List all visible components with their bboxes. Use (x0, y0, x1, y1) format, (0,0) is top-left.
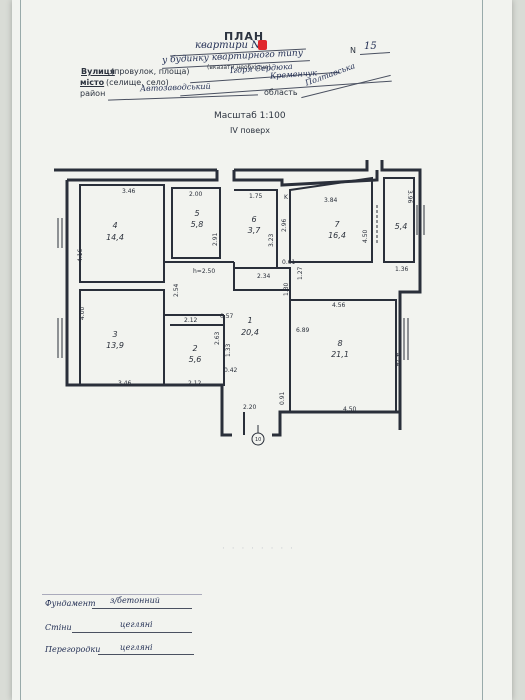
dim-136: 1.36 (395, 266, 409, 273)
dim-416: 4.16 (77, 248, 84, 262)
room-1-number: 1 (247, 316, 252, 325)
left-border-line (20, 0, 21, 700)
window-marks (57, 205, 425, 360)
dim-133: 1.33 (225, 343, 232, 357)
room-5-area: 5,8 (191, 220, 204, 229)
dim-212-bottom: 2.12 (188, 380, 202, 387)
dim-456: 4.56 (332, 302, 346, 309)
room-2-area: 5,6 (189, 355, 202, 364)
right-border-line (482, 0, 483, 700)
dim-220: 2.20 (243, 404, 257, 411)
room-1-area: 20,4 (241, 328, 259, 337)
room-6-number: 6 (251, 215, 256, 224)
dim-254: 2.54 (173, 283, 180, 297)
street-sub: (провулок, площа) (111, 67, 190, 76)
walls-underline (72, 632, 192, 633)
street-label: Вулиця (81, 67, 115, 76)
dim-384: 3.84 (324, 197, 338, 204)
room-7-number: 7 (334, 220, 340, 229)
partitions-label: Перегородки (45, 645, 101, 654)
room-7-area: 16,4 (328, 231, 346, 240)
dim-291: 2.91 (212, 232, 219, 246)
dim-130: 1.30 (283, 282, 290, 296)
document-sheet: ПЛАН квартири N у будинку квартирного ти… (12, 0, 512, 700)
room-2-number: 2 (192, 344, 197, 353)
dim-450-bottom: 4.50 (343, 406, 357, 413)
dim-061: 0.61 (282, 259, 296, 266)
dim-323: 3.23 (268, 233, 275, 247)
hint-text: (вказати необхідне) (207, 64, 271, 71)
dim-042: 0.42 (224, 367, 238, 374)
room-8-area: 21,1 (331, 350, 349, 359)
dimension-labels: 3.46 2.00 1.75 3.84 3.96 4.16 2.91 3.23 … (77, 188, 413, 443)
partitions-underline (98, 654, 194, 655)
city-sub: (селище, село) (106, 78, 169, 87)
dim-127: 1.27 (297, 266, 304, 280)
walls-value: цегляні (120, 620, 153, 629)
dim-057: 0.57 (220, 313, 234, 320)
dim-689: 6.89 (296, 327, 310, 334)
dim-height: h=2.50 (193, 268, 215, 275)
dim-396: 3.96 (406, 190, 413, 204)
district-label: район (80, 89, 106, 98)
exterior-walls (54, 160, 422, 437)
faint-bleedthrough: · · · · · · · · (222, 544, 295, 554)
foundation-underline (92, 608, 192, 609)
walls-label: Стіни (45, 623, 72, 632)
dim-346-top: 3.46 (122, 188, 136, 195)
floor-label: IV поверх (230, 126, 270, 135)
dim-091: 0.91 (279, 391, 286, 405)
dim-212-top: 2.12 (184, 317, 198, 324)
room-8-number: 8 (337, 339, 342, 348)
interior-walls (79, 176, 415, 435)
dim-175: 1.75 (249, 193, 263, 200)
dim-450-right: 4.50 (362, 229, 369, 243)
room-6-area: 3,7 (248, 226, 262, 235)
room-4-area: 14,4 (106, 233, 124, 242)
room-4-number: 4 (112, 221, 117, 230)
dim-234: 2.34 (257, 273, 271, 280)
dim-200: 2.00 (189, 191, 203, 198)
dim-296: 2.96 (281, 218, 288, 232)
room-3-number: 3 (112, 330, 117, 339)
dim-474: 4.74 (394, 353, 401, 367)
foundation-value: з/бетонний (110, 596, 160, 605)
number-label: N (350, 46, 356, 55)
dim-346-bottom: 3.46 (118, 380, 132, 387)
k-mark: K (284, 194, 289, 201)
footer-box (42, 594, 202, 665)
partitions-value: цегляні (120, 643, 153, 652)
scale-label: Масштаб 1:100 (214, 111, 286, 121)
apartment-label: квартири N (195, 40, 260, 51)
city-label: місто (80, 78, 105, 87)
room-3-area: 13,9 (106, 341, 124, 350)
region-label: область (264, 88, 298, 97)
floor-plan: 4 14,4 5 5,8 6 3,7 7 16,4 5,4 1 20,4 3 1… (54, 160, 425, 446)
foundation-label: Фундамент (45, 599, 96, 608)
room-pantry-area: 5,4 (395, 222, 408, 231)
dim-400: 4.00 (79, 306, 86, 320)
dim-263: 2.63 (214, 331, 221, 345)
number-value: 15 (364, 41, 377, 52)
plan-title: ПЛАН (224, 30, 265, 43)
room-labels: 4 14,4 5 5,8 6 3,7 7 16,4 5,4 1 20,4 3 1… (106, 209, 407, 364)
entrance-number: 10 (255, 437, 261, 443)
room-5-number: 5 (194, 209, 199, 218)
red-redaction-mark (258, 40, 267, 50)
